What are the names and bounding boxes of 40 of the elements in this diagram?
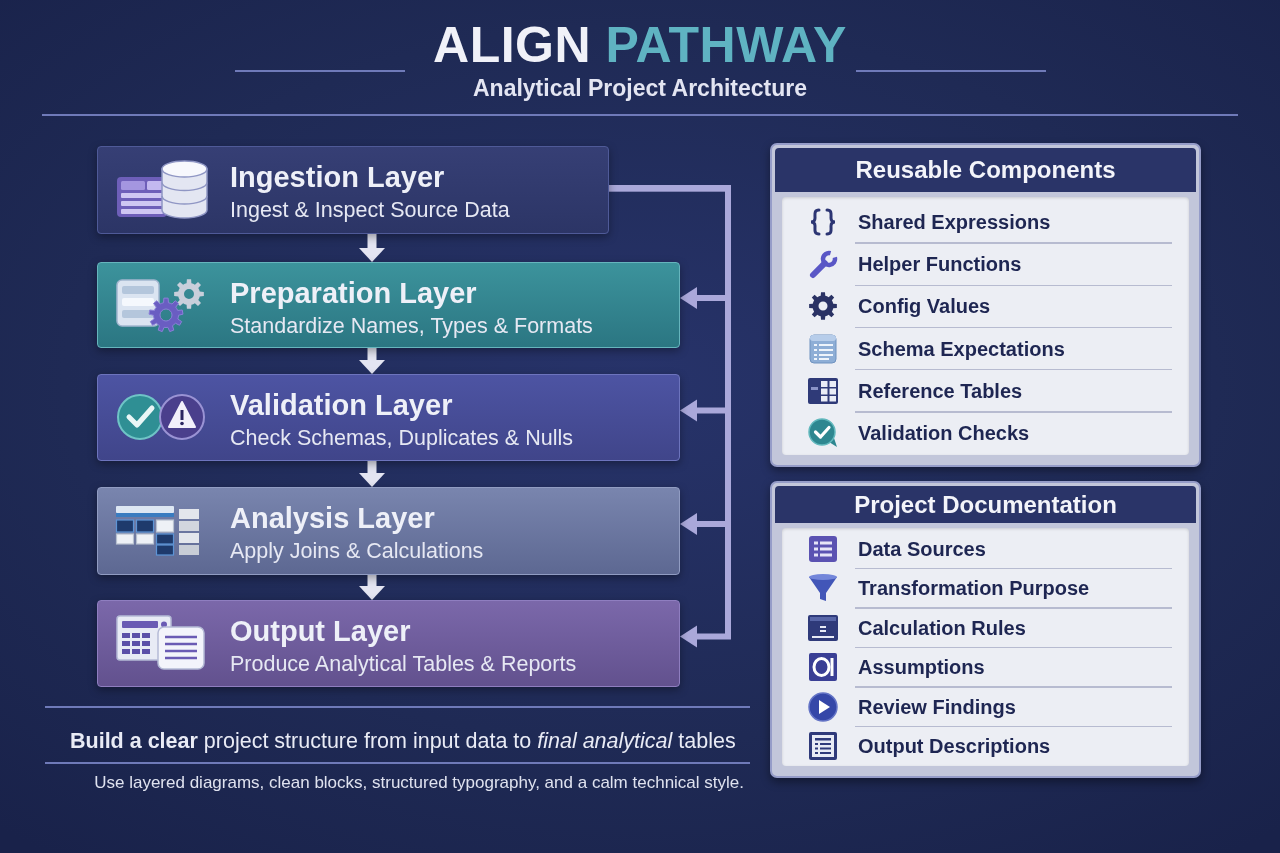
subtitle: Analytical Project Architecture <box>473 74 807 102</box>
arrow <box>359 461 385 487</box>
title: ALIGN PATHWAY <box>433 17 847 73</box>
list-item: Data Sources <box>858 537 986 561</box>
list-item: Output Descriptions <box>858 734 1051 758</box>
list-item: Config Values <box>858 294 991 319</box>
layer-box <box>97 487 680 575</box>
summary-text: Build a clear project structure from input data to final analytical tables <box>70 728 736 754</box>
list-item: Reference Tables <box>858 378 1023 403</box>
panel <box>770 481 1201 778</box>
arrow <box>359 234 385 262</box>
list-item: Helper Functions <box>858 252 1022 277</box>
list-item: Validation Checks <box>858 421 1030 445</box>
panel-header: Project Documentation <box>775 486 1196 523</box>
layer-box <box>97 374 680 461</box>
arrow <box>359 575 385 600</box>
layer-description: Check Schemas, Duplicates & Nulls <box>230 425 573 451</box>
list-item: Assumptions <box>858 655 985 680</box>
layer-description: Apply Joins & Calculations <box>230 538 484 564</box>
list-item: Calculation Rules <box>858 615 1026 640</box>
layer-title: Validation Layer <box>230 389 453 421</box>
layer-box <box>97 146 609 234</box>
arrow <box>359 348 385 374</box>
layer-box <box>97 262 680 348</box>
layer-title: Preparation Layer <box>230 277 477 309</box>
layer-title: Ingestion Layer <box>230 161 445 193</box>
note-text: Use layered diagrams, clean blocks, structured typography, and a calm technical style. <box>94 772 744 794</box>
layer-description: Standardize Names, Types & Formats <box>230 313 593 339</box>
arrow <box>609 185 731 648</box>
list-item: Shared Expressions <box>858 210 1051 234</box>
list-item: Schema Expectations <box>858 336 1065 361</box>
layer-description: Ingest & Inspect Source Data <box>230 197 510 223</box>
list-item: Review Findings <box>858 694 1016 719</box>
layer-description: Produce Analytical Tables & Reports <box>230 651 577 677</box>
layer-title: Analysis Layer <box>230 502 435 534</box>
list-item: Transformation Purpose <box>858 576 1090 601</box>
panel <box>770 143 1201 467</box>
layer-title: Output Layer <box>230 615 411 647</box>
layer-box <box>97 600 680 687</box>
panel-header: Reusable Components <box>775 148 1196 192</box>
